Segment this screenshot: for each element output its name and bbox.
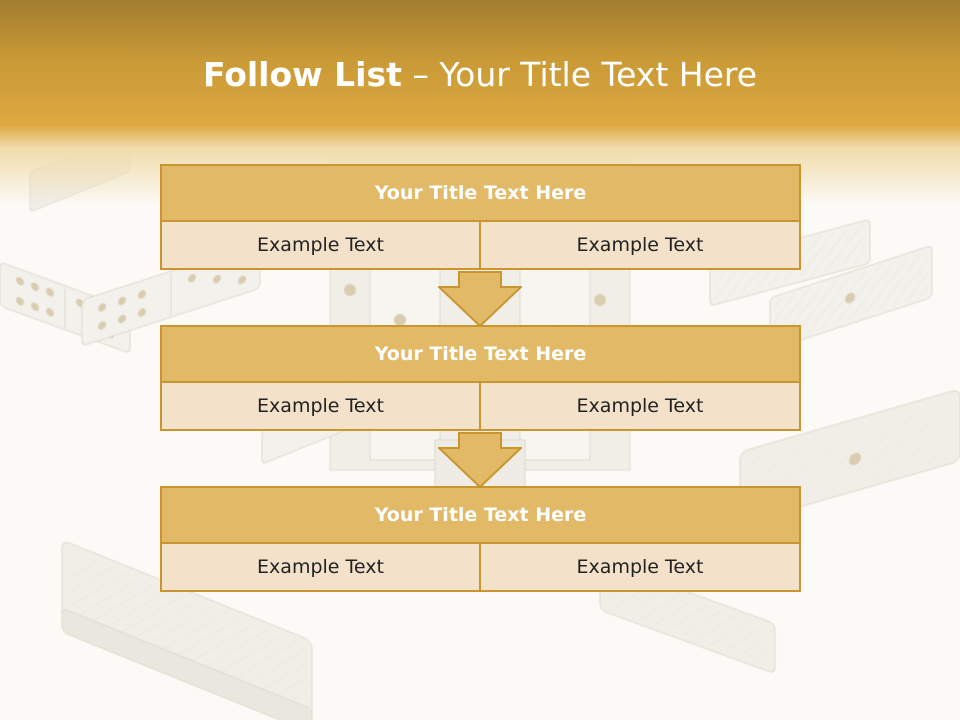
step-3-title[interactable]: Your Title Text Here: [160, 486, 801, 544]
step-1-left-text[interactable]: Example Text: [160, 220, 481, 270]
step-3-left-text[interactable]: Example Text: [160, 542, 481, 592]
step-3-right-text[interactable]: Example Text: [479, 542, 801, 592]
step-1-right-text[interactable]: Example Text: [479, 220, 801, 270]
down-arrow-icon: [438, 432, 522, 488]
slide-title-bold: Follow List: [202, 55, 402, 94]
step-1: Your Title Text Here Example Text Exampl…: [160, 164, 801, 270]
step-1-title[interactable]: Your Title Text Here: [160, 164, 801, 222]
slide-title: Follow List – Your Title Text Here: [0, 52, 960, 98]
step-3: Your Title Text Here Example Text Exampl…: [160, 486, 801, 592]
step-2: Your Title Text Here Example Text Exampl…: [160, 325, 801, 431]
step-2-right-text[interactable]: Example Text: [479, 381, 801, 431]
step-2-left-text[interactable]: Example Text: [160, 381, 481, 431]
down-arrow-icon: [438, 271, 522, 327]
step-2-title[interactable]: Your Title Text Here: [160, 325, 801, 383]
slide-title-rest: – Your Title Text Here: [401, 55, 758, 94]
